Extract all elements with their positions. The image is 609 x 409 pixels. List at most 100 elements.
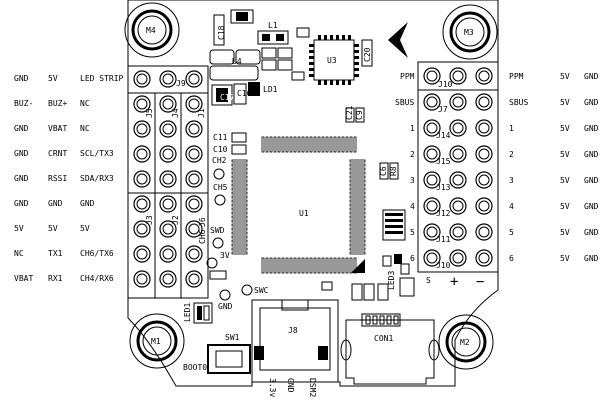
c20-outline	[361, 39, 373, 67]
j13-label: J13	[436, 183, 451, 192]
gnd-label: GND	[218, 302, 233, 311]
left-pin-pad	[185, 245, 203, 263]
right-pin-label: 5V	[560, 150, 570, 159]
right-pin-pad	[423, 171, 441, 189]
u1-pin	[333, 136, 337, 153]
left-pin-pad	[185, 145, 203, 163]
left-pin-label: GND	[80, 199, 95, 208]
u1-pin	[281, 136, 285, 153]
u3-pin	[342, 35, 345, 40]
right-pin-label: 5	[509, 228, 514, 237]
right-inner-label: 5	[410, 228, 415, 237]
c11-label: C11	[213, 133, 228, 142]
u1-pin	[231, 163, 248, 167]
left-pin-pad-hole	[136, 198, 148, 210]
u1-pin	[349, 203, 366, 207]
u1-pin	[349, 179, 366, 183]
u1-pin	[231, 207, 248, 211]
u3-pin	[330, 80, 333, 85]
right-pin-label: GND	[584, 228, 599, 237]
left-pin-pad-hole	[162, 173, 174, 185]
left-pin-pad-hole	[188, 273, 200, 285]
left-pin-label: CRNT	[48, 149, 67, 158]
left-pin-pad-hole	[188, 198, 200, 210]
u1-pin	[317, 257, 321, 274]
left-pin-pad	[185, 170, 203, 188]
left-pin-label: RSSI	[48, 174, 67, 183]
r8-label: R8	[389, 166, 398, 176]
small-part-6	[291, 71, 305, 81]
left-pin-pad	[133, 120, 151, 138]
left-pin-label: GND	[14, 149, 29, 158]
left-pin-pad	[185, 195, 203, 213]
left-pin-pad-hole	[188, 123, 200, 135]
u1-pin	[317, 136, 321, 153]
left-pin-pad-hole	[136, 98, 148, 110]
left-pin-label: VBAT	[48, 124, 67, 133]
u1-pin	[231, 219, 248, 223]
u3-pin	[309, 62, 314, 65]
right-pin-pad	[449, 67, 467, 85]
u3-pin	[336, 80, 339, 85]
small-part-12	[351, 283, 363, 301]
right-pin-label: 5V	[560, 124, 570, 133]
u1-pin	[313, 136, 317, 153]
con1-tab-right	[428, 339, 440, 361]
u1-pin	[337, 136, 341, 153]
u4-body	[209, 65, 259, 81]
u3-pin	[309, 50, 314, 53]
right-pin-pad-hole	[426, 70, 438, 82]
ch2-label: CH2	[212, 156, 227, 165]
left-pin-pad	[133, 170, 151, 188]
right-pin-pad	[475, 145, 493, 163]
right-pin-pad-hole	[452, 174, 464, 186]
right-pin-pad	[475, 249, 493, 267]
u3-pin	[348, 80, 351, 85]
right-pin-label: GND	[584, 124, 599, 133]
left-pin-label: 5V	[14, 224, 24, 233]
u1-pin	[349, 159, 366, 163]
u3-pin	[354, 56, 359, 59]
u1-pin	[345, 257, 349, 274]
left-pin-label: 5V	[48, 74, 58, 83]
m4-label: M4	[146, 26, 156, 35]
u1-pin	[297, 257, 301, 274]
left-pin-pad	[159, 120, 177, 138]
left-pin-label: TX1	[48, 249, 63, 258]
con1-label: CON1	[374, 334, 393, 343]
j14-label: J14	[436, 131, 451, 140]
right-pin-pad-hole	[426, 148, 438, 160]
small-part-14	[377, 283, 389, 301]
left-pin-pad-hole	[188, 223, 200, 235]
right-pin-pad-hole	[426, 122, 438, 134]
right-pin-label: 5V	[560, 98, 570, 107]
u3-chip	[313, 39, 355, 81]
u1-pin	[289, 136, 293, 153]
u1-pin	[349, 211, 366, 215]
u1-pin	[231, 247, 248, 251]
3v-pad	[206, 257, 218, 269]
u1-pin	[305, 257, 309, 274]
right-pin-pad-hole	[478, 200, 490, 212]
u1-pin	[349, 257, 353, 274]
mounting-hole-m1: M1	[129, 313, 185, 369]
con1-pin	[372, 315, 378, 325]
u3-pin	[324, 35, 327, 40]
right-pin-label: PPM	[509, 72, 524, 81]
j12-label: J12	[436, 209, 451, 218]
right-pin-pad	[449, 145, 467, 163]
u1-pin	[231, 171, 248, 175]
u1-pin	[313, 257, 317, 274]
con1-pin	[386, 315, 392, 325]
right-pin-label: 5V	[560, 176, 570, 185]
left-pin-pad-hole	[188, 248, 200, 260]
left-pin-label: GND	[14, 199, 29, 208]
right-inner-label: 1	[410, 124, 415, 133]
mounting-hole-m2: M2	[438, 314, 494, 370]
led1-label: LED1	[183, 303, 192, 322]
left-pin-label: SDA/RX3	[80, 174, 114, 183]
u1-pin	[321, 136, 325, 153]
u3-pin	[354, 44, 359, 47]
u1-pin	[349, 235, 366, 239]
right-pin-label: SBUS	[509, 98, 528, 107]
